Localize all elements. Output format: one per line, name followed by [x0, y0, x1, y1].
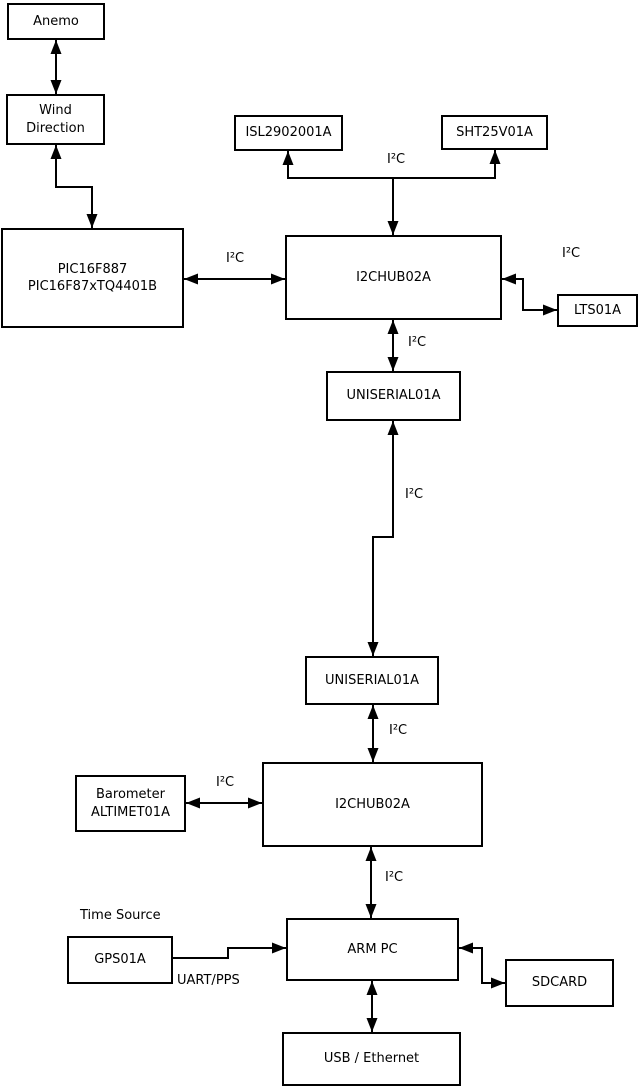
node-label: ARM PC — [347, 941, 398, 957]
node-label-line2: PIC16F87xTQ4401B — [27, 279, 158, 294]
node-label: GPS01A — [94, 952, 146, 968]
annotation-uart-pps: UART/PPS — [177, 973, 240, 988]
node-lts01a: LTS01A — [557, 294, 638, 327]
node-barometer-altimet01a: Barometer ALTIMET01A — [75, 775, 186, 832]
node-label: I2CHUB02A — [335, 796, 410, 812]
node-label: I2CHUB02A — [356, 269, 431, 285]
node-arm-pc: ARM PC — [286, 918, 459, 981]
node-label: SHT25V01A — [456, 124, 533, 140]
node-label: LTS01A — [573, 302, 622, 318]
node-label: UNISERIAL01A — [346, 388, 441, 404]
node-label: Anemo — [33, 13, 79, 29]
connector-uniserial-link — [367, 421, 399, 656]
bus-label-hub-lts: I²C — [562, 246, 581, 261]
bus-label-pic-hub: I²C — [226, 251, 245, 266]
connector-armpc-sdcard — [459, 942, 505, 989]
bus-label-hub-uniserial: I²C — [408, 335, 427, 350]
connector-anemo-wind — [50, 40, 62, 94]
annotation-time-source: Time Source — [80, 908, 161, 923]
node-usb-ethernet: USB / Ethernet — [282, 1032, 461, 1086]
connector-sensorbus-branch — [282, 150, 501, 235]
node-i2chub02a-upper: I2CHUB02A — [285, 235, 502, 320]
connector-i2chub-armpc — [365, 847, 377, 918]
node-label: SDCARD — [531, 975, 588, 991]
node-gps01a: GPS01A — [67, 936, 173, 984]
node-label: UNISERIAL01A — [325, 672, 419, 688]
connector-i2chub-lts — [502, 273, 557, 316]
node-anemo: Anemo — [7, 3, 105, 40]
connector-pic-i2chub — [184, 273, 285, 285]
node-wind-direction: Wind Direction — [6, 94, 105, 145]
node-label-line2: ALTIMET01A — [91, 804, 170, 820]
node-sdcard: SDCARD — [505, 959, 614, 1007]
connector-armpc-usb — [366, 981, 378, 1032]
node-uniserial01a-upper: UNISERIAL01A — [326, 371, 461, 421]
node-sht25v01a: SHT25V01A — [441, 115, 548, 150]
node-pic16f887: PIC16F887 PIC16F87xTQ4401B — [1, 228, 184, 328]
node-label-line1: Wind — [39, 103, 72, 119]
node-label-line2: Direction — [26, 120, 85, 136]
bus-label-uniserial-hub: I²C — [389, 723, 408, 738]
connector-uniserial-i2chub-lower — [367, 705, 379, 762]
node-label: USB / Ethernet — [323, 1051, 420, 1067]
connector-wind-pic — [50, 145, 98, 228]
connector-i2chub-uniserial-upper — [387, 320, 399, 371]
connector-barometer-i2chub — [186, 797, 262, 809]
node-uniserial01a-lower: UNISERIAL01A — [305, 656, 439, 705]
node-label-line1: PIC16F887 — [57, 261, 128, 277]
bus-label-hub-armpc: I²C — [385, 870, 404, 885]
node-i2chub02a-lower: I2CHUB02A — [262, 762, 483, 847]
node-label-line1: Barometer — [96, 787, 165, 803]
connector-gps-armpc — [173, 942, 286, 959]
bus-label-barometer-hub: I²C — [216, 775, 235, 790]
node-label: ISL2902001A — [245, 125, 332, 141]
node-isl2902001a: ISL2902001A — [234, 115, 343, 151]
bus-label-uniserial-link: I²C — [405, 487, 424, 502]
bus-label-sensor-bus: I²C — [387, 152, 406, 167]
